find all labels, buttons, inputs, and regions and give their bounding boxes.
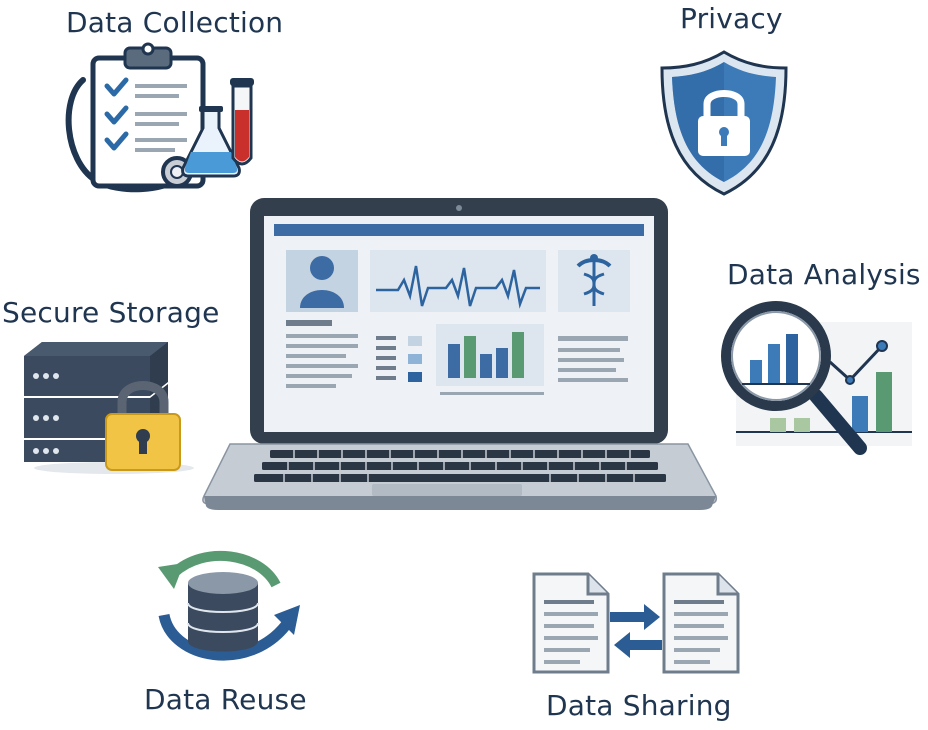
magnifier-bar-chart-icon	[720, 300, 920, 470]
secure-storage-label: Secure Storage	[2, 296, 220, 329]
database-cycle-icon	[148, 545, 300, 673]
document-exchange-icon	[528, 570, 744, 678]
server-padlock-icon	[18, 338, 198, 478]
privacy-label: Privacy	[680, 2, 783, 35]
clipboard-checklist-stethoscope-flask-icon	[55, 40, 265, 195]
data-reuse-label: Data Reuse	[144, 683, 307, 716]
laptop-health-dashboard-icon	[200, 196, 720, 520]
shield-lock-icon	[658, 48, 790, 198]
data-collection-label: Data Collection	[66, 6, 284, 39]
data-analysis-label: Data Analysis	[727, 258, 921, 291]
data-sharing-label: Data Sharing	[546, 689, 732, 722]
